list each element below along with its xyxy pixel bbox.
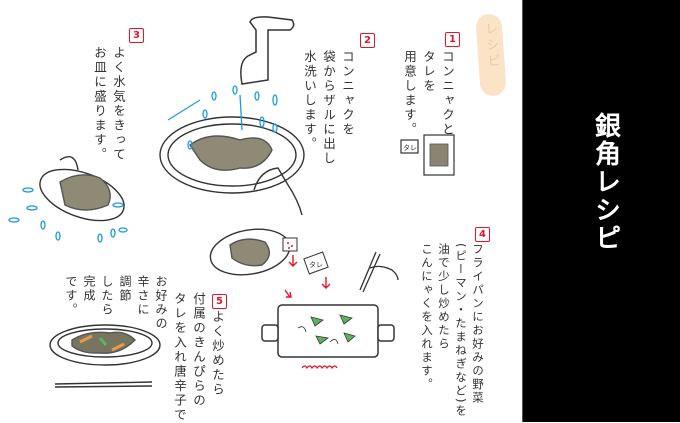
plate-with-konnyaku — [209, 228, 291, 276]
washing-colander — [159, 116, 305, 216]
step-5-line-1: よく炒めたら — [210, 310, 225, 397]
step-1-number: 1 — [445, 32, 460, 47]
page-title: 銀角レシピ — [590, 112, 621, 252]
draining-colander — [39, 156, 125, 222]
step-3-number: 3 — [129, 28, 144, 43]
step-4-number: 4 — [475, 227, 490, 242]
step-5-number: 5 — [212, 294, 227, 309]
seasoning-packet-icon — [282, 237, 298, 252]
frying-pan — [261, 304, 395, 358]
step-1-line-1: コンニャクと — [440, 50, 455, 137]
step-5-line-7: したら — [100, 275, 114, 317]
step-5-line-3: タレを入れ唐辛子で — [172, 292, 187, 423]
badge-label: レシピ — [481, 21, 501, 71]
step-4-line-1: フライパンにお好みの野菜 — [471, 243, 485, 405]
flame-icon — [301, 365, 338, 370]
chopsticks-hand — [359, 251, 399, 293]
recipe-illustration: タレ — [8, 13, 507, 423]
step-1-line-3: 用意します。 — [402, 50, 417, 137]
step-2-line-2: 袋からザルに出し — [321, 50, 336, 166]
step-4-line-3: 油で少し炒めたら — [437, 243, 451, 351]
arrow-icon — [284, 255, 331, 298]
title-sidebar: 銀角レシピ — [522, 0, 680, 422]
svg-text:タレ: タレ — [309, 260, 323, 269]
finished-dish-plate — [49, 324, 161, 388]
step-4-line-2: (ピーマン・たまねぎなど)を — [454, 243, 468, 418]
step-5-line-8: 完成 — [82, 275, 96, 303]
water-drops-icon — [167, 85, 278, 150]
step-3-text: よく水気をきって お皿に盛ります。 — [90, 46, 128, 166]
step-1-line-2: タレを — [421, 50, 436, 94]
water-drops-icon — [8, 187, 128, 243]
konnyaku-packet-icon — [423, 134, 455, 176]
step-2-number: 2 — [360, 33, 375, 48]
step-4-line-4: こんにゃくを入れます。 — [420, 243, 434, 392]
step-5-text-b: お好みの 辛さに 調節 したら 完成 です。 — [62, 275, 170, 335]
step-2-line-1: コンニャクを — [340, 50, 355, 137]
svg-text:タレ: タレ — [403, 143, 417, 152]
step-5-line-5: 辛さに — [136, 275, 150, 317]
step-3-line-1: よく水気をきって — [111, 46, 126, 162]
step-2-line-3: 水洗いします。 — [302, 50, 317, 152]
step-5-text-a: よく炒めたら 付属のきんぴらの タレを入れ唐辛子で — [170, 292, 227, 423]
sauce-packet-icon: タレ — [303, 251, 329, 275]
step-5-line-9: です。 — [64, 275, 78, 317]
sauce-packet-icon: タレ — [400, 139, 419, 154]
illustration-drawings: タレ — [8, 16, 455, 388]
faucet-icon — [240, 16, 295, 85]
step-4-text: フライパンにお好みの野菜 (ピーマン・たまねぎなど)を 油で少し炒めたら こんに… — [418, 243, 486, 418]
step-5-line-6: 調節 — [118, 275, 132, 303]
step-5-line-4: お好みの — [154, 275, 168, 331]
step-5-line-2: 付属のきんぴらの — [191, 292, 206, 408]
step-2-text: コンニャクを 袋からザルに出し 水洗いします。 — [300, 50, 357, 170]
step-3-line-2: お皿に盛ります。 — [92, 46, 107, 162]
step-1-text: コンニャクと タレを 用意します。 — [400, 50, 457, 140]
